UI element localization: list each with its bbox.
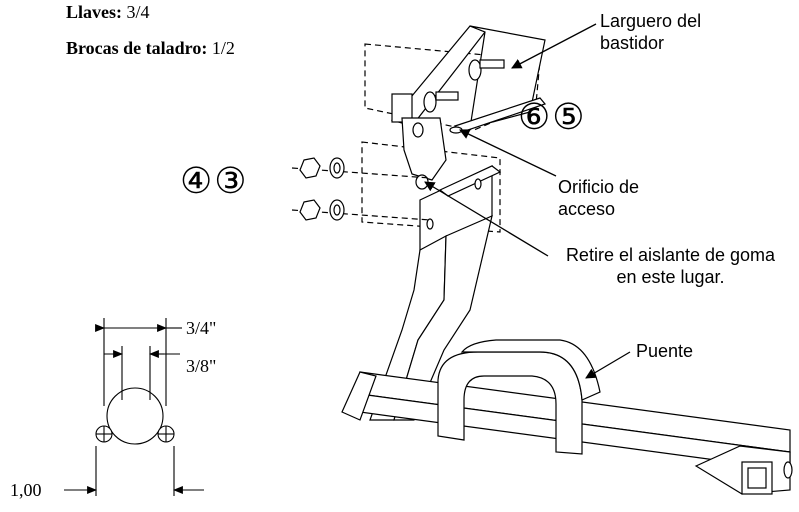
receiver: [694, 445, 793, 495]
leader-rubber: [424, 181, 549, 257]
rubber-isolator-label: Retire el aislante de goma en este lugar…: [565, 245, 776, 287]
access-hole-label: Orificio de acceso: [558, 177, 640, 219]
dim-inner: 3/8": [186, 356, 217, 376]
frame-rail-label: Larguero del bastidor: [600, 11, 702, 53]
wrench-value: 3/4: [126, 2, 150, 22]
drill-value: 1/2: [211, 38, 235, 58]
leader-bridge: [585, 351, 631, 379]
drill-spec: Brocas de taladro: 1/2: [66, 38, 235, 59]
hardware: [291, 157, 431, 221]
bridge: [437, 339, 601, 455]
dim-outer: 3/4": [186, 318, 217, 338]
step-numbers-lower: ④③: [180, 161, 249, 201]
dim-bottom: 1,00: [10, 480, 42, 500]
drill-label: Brocas de taladro:: [66, 38, 208, 58]
step-numbers-upper: ⑥⑤: [518, 97, 587, 137]
leader-frame-rail: [511, 23, 597, 69]
wrench-label: Llaves:: [66, 2, 122, 22]
frame-rail: [364, 25, 547, 134]
wrench-spec: Llaves: 3/4: [66, 2, 150, 23]
drop-bar: [369, 214, 493, 421]
hole-pattern-detail: [64, 318, 204, 496]
side-plate: [361, 117, 502, 251]
leader-access-hole: [459, 129, 557, 177]
bridge-label: Puente: [636, 341, 694, 361]
